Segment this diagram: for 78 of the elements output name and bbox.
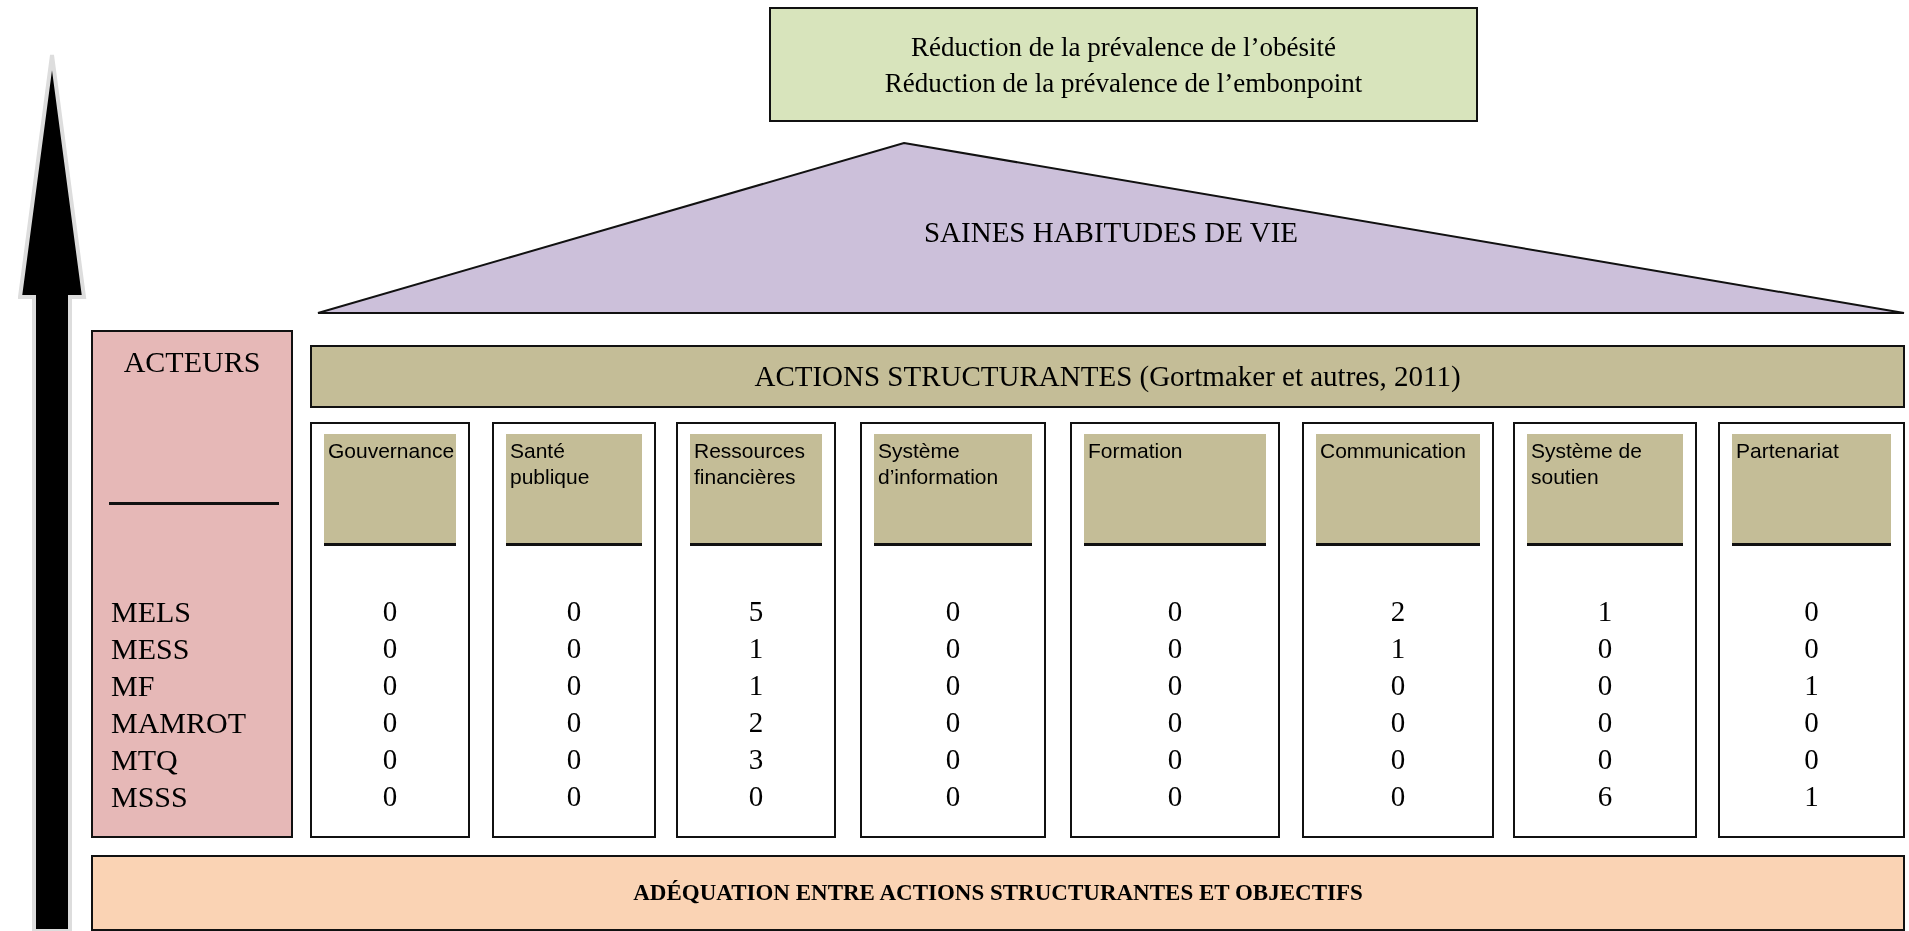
count-value: 0 [1596,631,1614,665]
count-value: 0 [1596,742,1614,776]
count-value: 0 [565,779,583,813]
category-header: Ressources financières [690,434,822,546]
count-value: 0 [1166,668,1184,702]
count-value: 3 [747,742,765,776]
objective-text: Réduction de la prévalence de l’embonpoint [884,66,1363,100]
category-header: Formation [1084,434,1266,546]
count-value: 0 [1166,742,1184,776]
count-value: 0 [1803,705,1820,739]
actor-name: MESS [111,631,190,667]
count-value: 0 [1166,705,1184,739]
count-value: 0 [1803,594,1820,628]
count-value: 0 [1389,779,1407,813]
count-value: 0 [944,631,962,665]
actor-name: MELS [111,594,191,630]
count-value: 2 [747,705,765,739]
actor-name: MF [111,668,155,704]
category-header: Communication [1316,434,1480,546]
count-value: 1 [1389,631,1407,665]
column-box [310,422,470,838]
category-header: Santé publique [506,434,642,546]
count-value: 5 [747,594,765,628]
count-value: 0 [747,779,765,813]
count-value: 1 [747,631,765,665]
column-box [1718,422,1905,838]
count-value: 1 [1803,668,1820,702]
roof-title: SAINES HABITUDES DE VIE [922,215,1299,250]
count-value: 0 [381,705,399,739]
count-value: 0 [1166,779,1184,813]
count-value: 0 [565,668,583,702]
actor-name: MTQ [111,742,178,778]
count-value: 0 [381,594,399,628]
actors-panel [91,330,293,838]
count-value: 0 [1596,668,1614,702]
panel-title: ACTEURS [122,344,262,380]
count-value: 0 [1596,705,1614,739]
count-value: 0 [944,779,962,813]
count-value: 0 [944,668,962,702]
count-value: 0 [1389,705,1407,739]
count-value: 1 [747,668,765,702]
column-box [676,422,836,838]
actor-name: MAMROT [111,705,246,741]
count-value: 0 [944,594,962,628]
count-value: 0 [944,742,962,776]
count-value: 0 [1389,668,1407,702]
column-box [1513,422,1697,838]
count-value: 0 [381,742,399,776]
count-value: 0 [1166,594,1184,628]
count-value: 2 [1389,594,1407,628]
category-header: Système d’information [874,434,1032,546]
count-value: 0 [1389,742,1407,776]
count-value: 0 [565,594,583,628]
count-value: 0 [1803,742,1820,776]
category-header: Partenariat [1732,434,1891,546]
foundation-band: ADÉQUATION ENTRE ACTIONS STRUCTURANTES ET OBJECTIFS [91,855,1905,931]
category-header: Système de soutien [1527,434,1683,546]
count-value: 0 [1803,631,1820,665]
count-value: 6 [1596,779,1614,813]
count-value: 0 [381,668,399,702]
category-header: Gouvernance [324,434,456,546]
count-value: 0 [565,742,583,776]
count-value: 0 [565,705,583,739]
count-value: 0 [565,631,583,665]
objective-text: Réduction de la prévalence de l’obésité [910,30,1337,64]
count-value: 0 [381,631,399,665]
column-box [492,422,656,838]
column-box [1302,422,1494,838]
actor-name: MSSS [111,779,188,815]
column-box [860,422,1046,838]
count-value: 0 [381,779,399,813]
count-value: 1 [1803,779,1820,813]
count-value: 0 [944,705,962,739]
count-value: 0 [1166,631,1184,665]
goal-box [769,7,1478,122]
column-box [1070,422,1280,838]
header-band: ACTIONS STRUCTURANTES (Gortmaker et autres, 2011) [310,345,1905,408]
count-value: 1 [1596,594,1614,628]
